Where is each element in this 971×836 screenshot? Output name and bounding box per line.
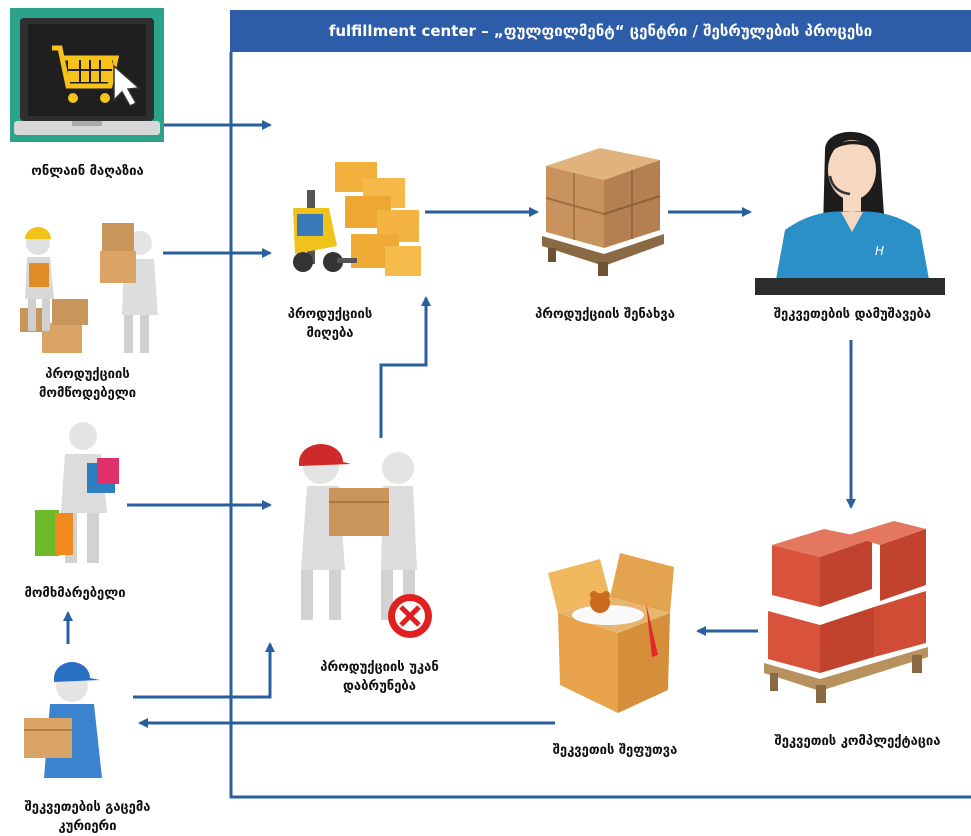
diagram-header: fulfillment center – „ფულფილმენტ“ ცენტრი… — [230, 10, 971, 52]
storage-illustration — [538, 140, 670, 289]
pallet-boxes-icon — [542, 148, 664, 276]
receiving-label: პროდუქციის მიღება — [287, 307, 373, 341]
svg-text:H: H — [875, 244, 884, 258]
diagram-title: fulfillment center – „ფულფილმენტ“ ცენტრი… — [328, 22, 873, 40]
consumer-illustration — [25, 418, 130, 572]
supplier-illustration — [12, 213, 162, 359]
courier-label: შეკვეთების გაცემა კურიერი — [24, 800, 151, 834]
supplier-label: პროდუქციის მომწოდებელი — [38, 367, 137, 401]
returns-label: პროდუქციის უკან დაბრუნება — [320, 660, 439, 694]
red-pallet-boxes-icon — [764, 521, 928, 703]
laptop-cart-icon — [10, 8, 164, 142]
center-frame-line — [229, 52, 971, 799]
picking-label: შეკვეთის კომპლექტაცია — [774, 734, 941, 749]
courier-illustration — [22, 660, 112, 786]
order-processing-label: შეკვეთების დამუშავება — [773, 307, 932, 322]
courier-figure-icon — [24, 662, 102, 778]
returns-illustration — [285, 440, 445, 649]
supplier-figures-icon — [20, 223, 158, 353]
receiving-illustration — [285, 150, 425, 289]
packing-illustration — [548, 545, 678, 719]
return-delivery-icon — [299, 444, 432, 638]
consumer-label: მომხმარებელი — [24, 586, 126, 601]
online-shop-label: ონლაინ მაღაზია — [31, 164, 144, 179]
arrow-returns-to-receiving — [379, 296, 431, 438]
order-processing-illustration: H — [755, 120, 945, 299]
open-box-icon — [548, 553, 674, 713]
forklift-boxes-icon — [293, 162, 421, 276]
call-center-operator-icon: H — [755, 131, 945, 295]
online-shop-illustration — [10, 8, 165, 147]
packing-label: შეკვეთის შეფუთვა — [552, 743, 678, 758]
shopper-figure-icon — [35, 422, 119, 563]
arrow-courier-to-returns — [133, 642, 275, 699]
storage-label: პროდუქციის შენახვა — [535, 307, 675, 322]
picking-illustration — [762, 515, 930, 714]
